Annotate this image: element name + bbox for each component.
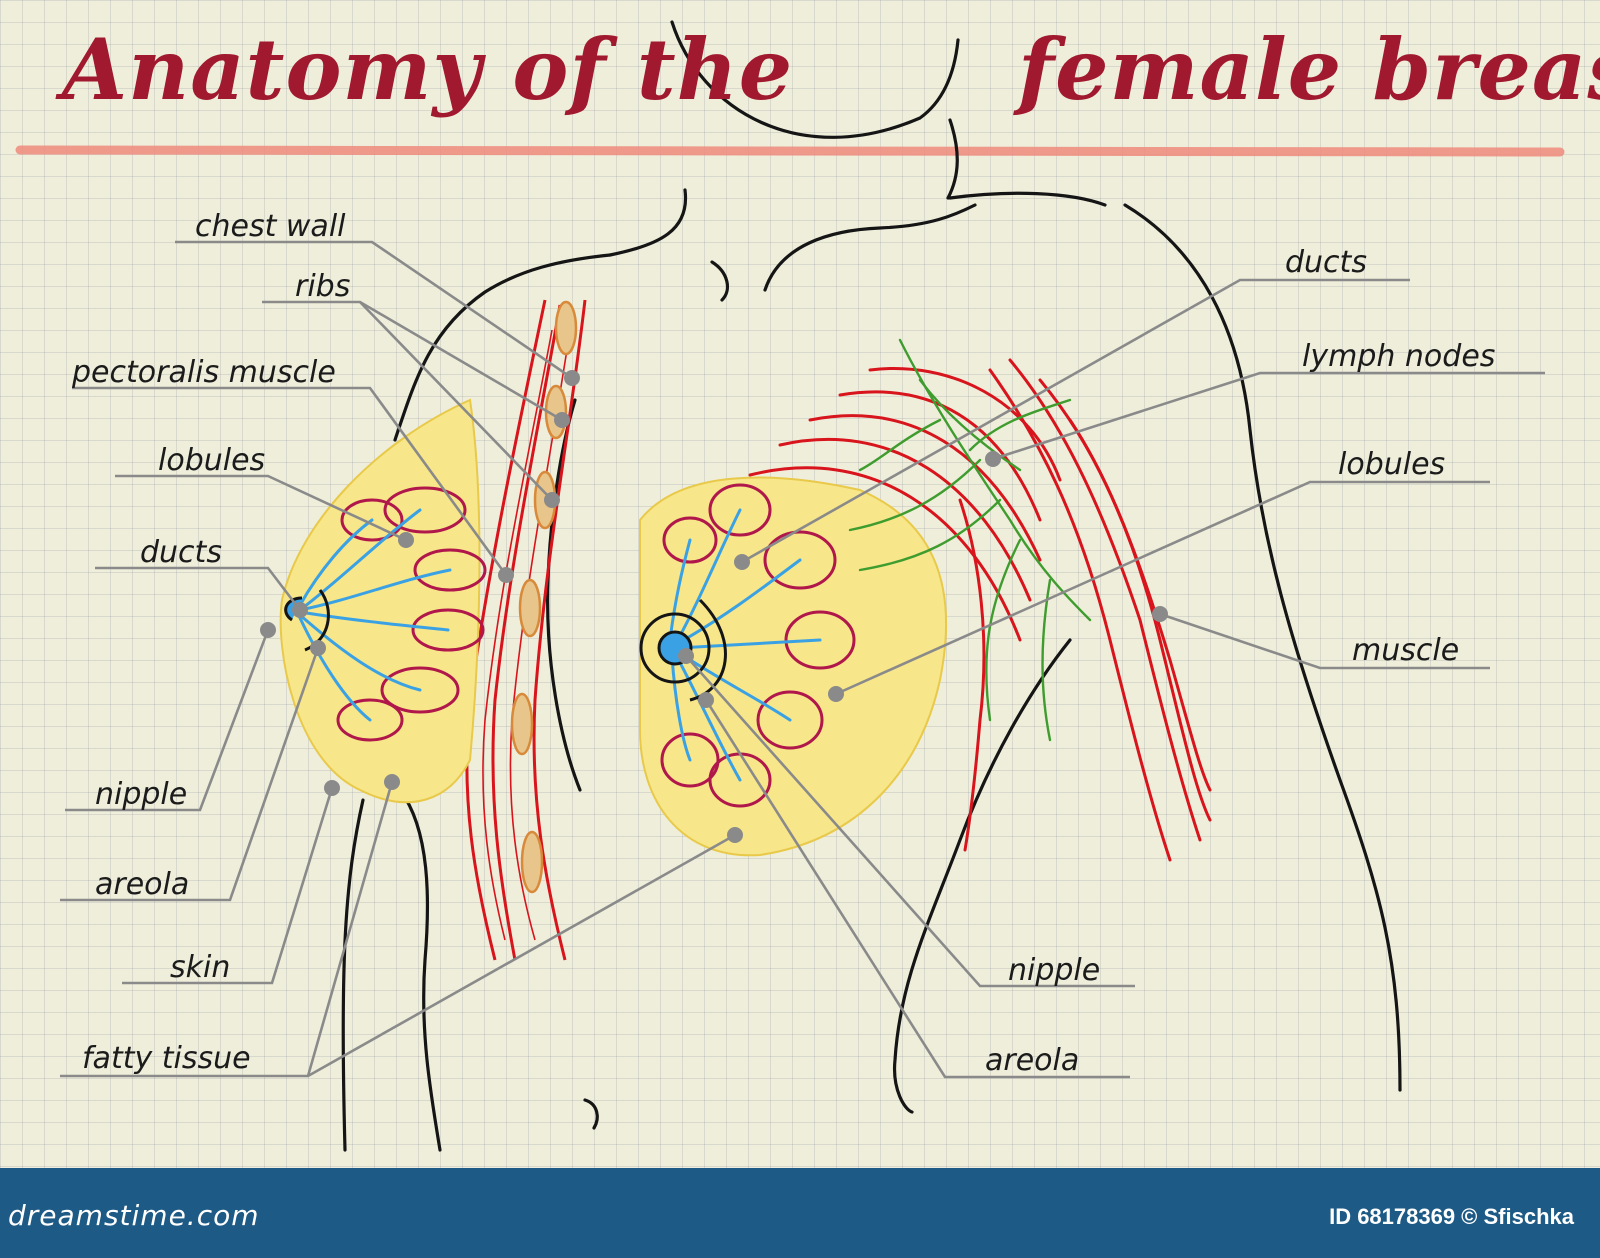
muscle-fibers-right [748, 358, 1212, 862]
footer-brand: dreamstime.com [8, 1199, 260, 1232]
label-areola-left: areola [95, 867, 190, 902]
label-lymph-nodes: lymph nodes [1302, 339, 1496, 374]
ducts-left [298, 508, 452, 722]
label-fatty-tissue: fatty tissue [82, 1041, 251, 1076]
label-muscle: muscle [1352, 633, 1460, 668]
lobules-left [336, 486, 487, 742]
left-breast [279, 398, 487, 804]
label-chest-wall: chest wall [195, 209, 346, 244]
title-part-1: Anatomy of the [62, 20, 794, 119]
leader-lines [60, 240, 1545, 1079]
label-nipple-left: nipple [95, 777, 188, 812]
title-underline [15, 144, 1565, 157]
label-lobules-left: lobules [158, 443, 266, 478]
watermark-footer-bar: dreamstime.com ID 68178369 © Sfischka [0, 1168, 1600, 1258]
footer-credit: ID 68178369 © Sfischka [1329, 1204, 1574, 1229]
areola-right [639, 612, 711, 684]
label-ducts-right: ducts [1285, 245, 1367, 280]
pointer-dots [260, 370, 1168, 843]
label-lobules-right: lobules [1338, 447, 1446, 482]
title-part-2: female breast [1018, 20, 1600, 119]
label-skin: skin [170, 950, 231, 985]
label-pectoralis-muscle: pectoralis muscle [72, 355, 336, 390]
label-ribs: ribs [295, 269, 351, 304]
label-areola-right: areola [985, 1043, 1080, 1078]
anatomy-illustration [15, 20, 1565, 1152]
label-nipple-right: nipple [1008, 953, 1101, 988]
label-ducts-left: ducts [140, 535, 222, 570]
